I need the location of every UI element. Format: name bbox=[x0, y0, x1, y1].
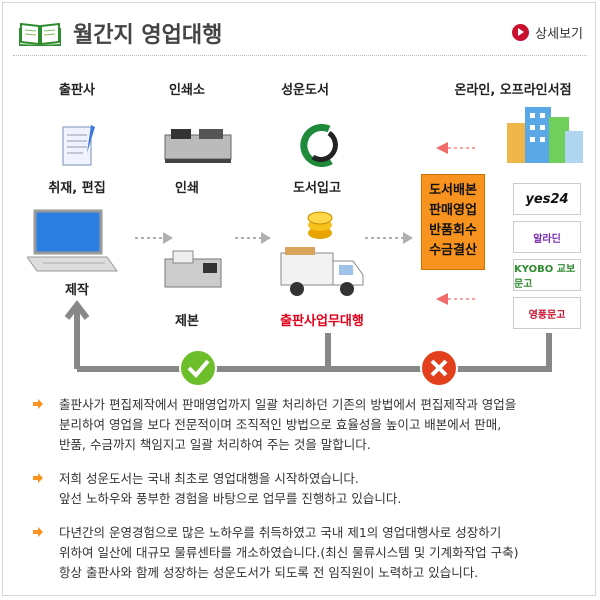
column-publisher: 출판사 bbox=[59, 83, 95, 98]
label-produce: 제작 bbox=[65, 283, 89, 298]
arrow-right-circle-icon bbox=[512, 24, 530, 41]
description-line: 출판사가 편집제작에서 판매영업까지 일괄 처리하던 기존의 방법에서 편집제작… bbox=[59, 397, 517, 412]
store-logo-aladin: 알라딘 bbox=[513, 221, 581, 253]
column-seongun: 성운도서 bbox=[281, 83, 329, 98]
cross-icon bbox=[420, 349, 458, 387]
description-line: 반품, 수금까지 책임지고 일괄 처리하여 주는 것을 말합니다. bbox=[59, 437, 371, 452]
arrow-bullet-icon bbox=[33, 527, 43, 537]
notepad-icon bbox=[62, 125, 95, 166]
process-diagram: 출판사 인쇄소 성운도서 온라인, 오프라인서점 bbox=[3, 63, 597, 387]
store-logo-kyobo: KYOBO 교보문고 bbox=[513, 259, 581, 291]
description-paragraph: 다년간의 운영경험으로 많은 노하우를 취득하였고 국내 제1의 영업대행사로 … bbox=[33, 523, 583, 583]
detail-button[interactable]: 상세보기 bbox=[512, 23, 583, 42]
coins-icon bbox=[307, 211, 333, 239]
column-printer: 인쇄소 bbox=[169, 83, 205, 98]
arrow-bullet-icon bbox=[33, 399, 43, 409]
services-box: 도서배본 판매영업 반품회수 수금결산 bbox=[421, 174, 485, 270]
detail-button-label: 상세보기 bbox=[535, 27, 583, 42]
store-logo-youngpoong: 영풍문고 bbox=[513, 297, 581, 329]
service-item: 반품회수 bbox=[429, 223, 477, 238]
description-line: 분리하여 영업을 보다 전문적이며 조직적인 방법으로 효율성을 높이고 배본에… bbox=[59, 417, 502, 432]
open-book-icon bbox=[19, 22, 61, 46]
label-print: 인쇄 bbox=[175, 181, 199, 196]
service-item: 도서배본 bbox=[429, 183, 477, 198]
description-line: 앞선 노하우와 풍부한 경험을 바탕으로 업무를 진행하고 있습니다. bbox=[59, 491, 402, 506]
truck-icon bbox=[280, 247, 364, 296]
binding-machine-icon bbox=[164, 250, 222, 288]
printing-press-icon bbox=[164, 129, 232, 163]
page-header: 월간지 영업대행 상세보기 bbox=[3, 3, 597, 59]
buildings-icon bbox=[507, 107, 583, 163]
description-line: 다년간의 운영경험으로 많은 노하우를 취득하였고 국내 제1의 영업대행사로 … bbox=[59, 525, 502, 540]
description-area: 출판사가 편집제작에서 판매영업까지 일괄 처리하던 기존의 방법에서 편집제작… bbox=[33, 395, 583, 597]
service-item: 판매영업 bbox=[429, 203, 477, 218]
description-paragraph: 출판사가 편집제작에서 판매영업까지 일괄 처리하던 기존의 방법에서 편집제작… bbox=[33, 395, 583, 455]
header-divider bbox=[13, 55, 587, 56]
computer-icon bbox=[27, 209, 118, 272]
description-line: 위하여 일산에 대규모 물류센타를 개소하였습니다.(최신 물류시스템 및 기계… bbox=[59, 545, 519, 560]
page-title: 월간지 영업대행 bbox=[73, 23, 223, 48]
check-icon bbox=[179, 349, 217, 387]
label-agency: 출판사업무대행 bbox=[280, 314, 364, 329]
label-edit: 취재, 편집 bbox=[48, 181, 106, 196]
service-item: 수금결산 bbox=[429, 243, 477, 258]
label-stock: 도서입고 bbox=[293, 181, 341, 196]
description-paragraph: 저희 성운도서는 국내 최초로 영업대행을 시작하였습니다. 앞선 노하우와 풍… bbox=[33, 469, 583, 509]
flow-lines bbox=[64, 142, 552, 372]
seongun-logo-icon bbox=[300, 124, 338, 167]
description-line: 저희 성운도서는 국내 최초로 영업대행을 시작하였습니다. bbox=[59, 471, 359, 486]
arrow-bullet-icon bbox=[33, 473, 43, 483]
pink-left-arrows bbox=[448, 147, 478, 300]
label-bind: 제본 bbox=[175, 314, 199, 329]
description-line: 항상 출판사와 함께 성장하는 성운도서가 되도록 전 임직원이 노력하고 있습… bbox=[59, 565, 479, 580]
column-bookstores: 온라인, 오프라인서점 bbox=[454, 83, 572, 98]
store-logo-yes24: yes24 bbox=[513, 183, 581, 215]
